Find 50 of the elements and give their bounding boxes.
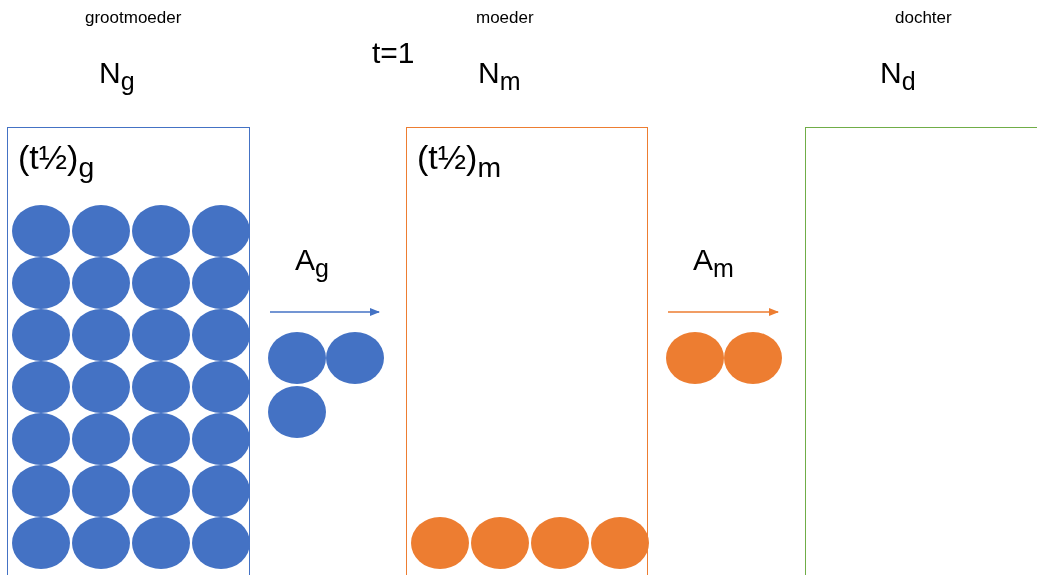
- edge-label: A$_{g}$: [295, 243, 329, 283]
- particle-circle: [12, 361, 70, 413]
- particle-circle: [471, 517, 529, 569]
- edge-label: A$_{m}$: [693, 243, 734, 283]
- particle-circle: [411, 517, 469, 569]
- particle-circle: [12, 205, 70, 257]
- particle-circle: [72, 257, 130, 309]
- quantity-label: N$_{g}$: [99, 56, 135, 96]
- particle-circle: [12, 257, 70, 309]
- particle-circle: [132, 205, 190, 257]
- particle-circle: [666, 332, 724, 384]
- particle-circle: [132, 517, 190, 569]
- heading-label: moeder: [476, 8, 534, 28]
- particle-circle: [192, 465, 250, 517]
- particle-circle: [192, 361, 250, 413]
- particle-circle: [72, 413, 130, 465]
- particle-circle: [72, 465, 130, 517]
- particle-circle: [12, 413, 70, 465]
- heading-label: grootmoeder: [85, 8, 182, 28]
- half-life-label: (t½)$_{g}$: [18, 138, 95, 184]
- particle-circle: [132, 257, 190, 309]
- particle-circle: [132, 309, 190, 361]
- particle-circle: [12, 517, 70, 569]
- quantity-label: N$_{d}$: [880, 56, 916, 96]
- particle-circle: [132, 413, 190, 465]
- particle-circle: [326, 332, 384, 384]
- particle-circle: [531, 517, 589, 569]
- particle-circle: [192, 257, 250, 309]
- particle-circle: [268, 386, 326, 438]
- particle-circle: [72, 309, 130, 361]
- arrow: [269, 308, 380, 316]
- particle-circle: [12, 309, 70, 361]
- particle-circle: [132, 465, 190, 517]
- particle-circle: [192, 309, 250, 361]
- particle-circle: [192, 205, 250, 257]
- quantity-label: N$_{m}$: [478, 56, 521, 96]
- particle-circle: [72, 361, 130, 413]
- particle-circle: [72, 517, 130, 569]
- particle-circle: [72, 205, 130, 257]
- half-life-label: (t½)$_{m}$: [417, 138, 502, 184]
- particle-circle: [132, 361, 190, 413]
- particle-circle: [12, 465, 70, 517]
- particle-circle: [192, 413, 250, 465]
- arrow: [667, 308, 779, 316]
- heading-label: dochter: [895, 8, 952, 28]
- particle-circle: [724, 332, 782, 384]
- particle-circle: [192, 517, 250, 569]
- particle-circle: [591, 517, 649, 569]
- particle-circle: [268, 332, 326, 384]
- time-label: t=1: [372, 36, 415, 70]
